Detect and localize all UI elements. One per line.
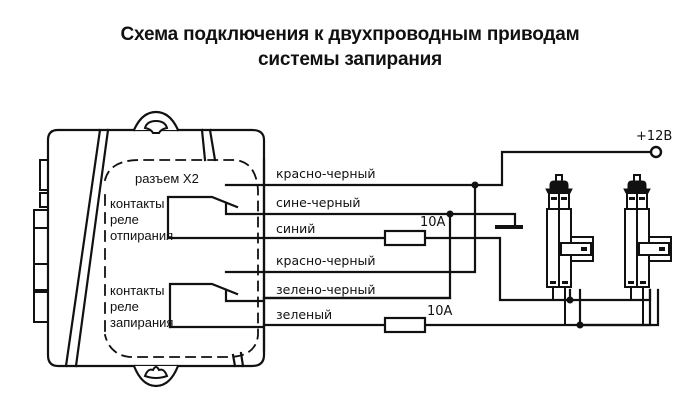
actuator-boot	[545, 180, 573, 194]
wire-red-black-1	[262, 150, 652, 187]
relay-lock-contacts	[168, 270, 264, 329]
actuator-bus-2b	[578, 288, 660, 327]
fuse-rating-label: 10A	[427, 304, 453, 319]
door-lock-actuator	[545, 174, 594, 325]
power-label: +12B	[636, 129, 672, 144]
relay-unlock-label-1: контакты	[110, 196, 164, 211]
fuse-rating-label: 10A	[420, 215, 446, 230]
top-mounting-ear	[132, 110, 180, 134]
wire-label: красно-черный	[276, 166, 376, 181]
actuator-bus-1	[568, 288, 652, 302]
actuator-arm	[560, 242, 592, 256]
relay-lock-label-3: запирания	[110, 315, 173, 330]
wire-label: красно-черный	[276, 253, 376, 268]
relay-unlock-label-3: отпирания	[110, 228, 173, 243]
wire-label: сине-черный	[276, 195, 361, 210]
bottom-mounting-ear	[132, 364, 180, 388]
relay-unlock-label-2: реле	[110, 212, 139, 227]
power-terminal	[649, 145, 663, 159]
relay-unlock-contacts	[166, 183, 264, 240]
relay-lock-label-2: реле	[110, 299, 139, 314]
control-unit-outline	[46, 128, 266, 368]
fuse-blue	[383, 229, 427, 247]
actuator-arm	[638, 242, 670, 256]
door-lock-actuator	[623, 174, 672, 325]
wire-label: синий	[276, 221, 315, 236]
junction-dots	[446, 181, 584, 329]
connector-label: разъем X2	[135, 171, 199, 186]
diagram-title-line-2: системы запирания	[258, 49, 442, 70]
wire-label: зелено-черный	[276, 282, 376, 297]
connector-x2-boundary	[103, 159, 259, 358]
ground-lead	[448, 212, 517, 227]
body-seam-line	[200, 128, 207, 162]
wire-blue	[262, 236, 572, 302]
body-seam-line	[74, 128, 110, 368]
diagram-title-line-1: Схема подключения к двухпроводным привод…	[120, 24, 580, 45]
relay-lock-label-1: контакты	[110, 283, 164, 298]
control-unit	[33, 110, 266, 388]
fuse-green	[383, 316, 427, 334]
body-seam-line	[64, 128, 102, 368]
body-seam-line	[208, 128, 217, 162]
actuator-boot	[623, 180, 651, 194]
side-connector-tabs	[33, 159, 49, 323]
wire-label: зеленый	[276, 307, 332, 322]
